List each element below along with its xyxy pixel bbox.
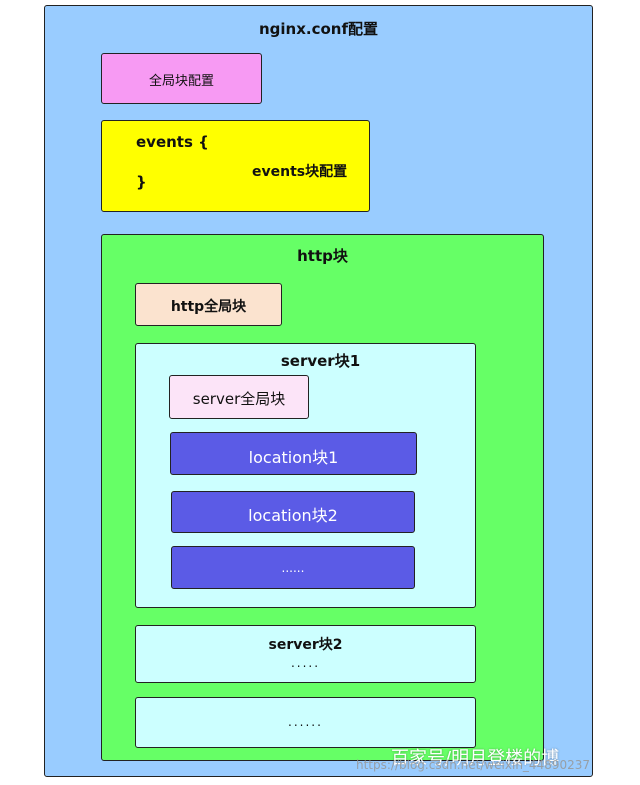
nginx-conf-title: nginx.conf配置 [258,20,378,38]
events-close-brace: } [136,173,147,191]
location-block-1-label: location块1 [248,448,339,467]
server-block-2-title: server块2 [268,637,343,653]
events-block: events { } events块配置 [101,120,370,212]
location-block-1: location块1 [170,432,417,475]
watermark-url: https://blog.csdn.net/weixin_44890237 [356,758,591,772]
http-global-block: http全局块 [135,283,282,326]
events-block-label: events块配置 [252,164,348,180]
http-block-title: http块 [297,247,348,265]
server-global-block: server全局块 [169,375,309,419]
location-block-2: location块2 [171,491,415,533]
global-block: 全局块配置 [101,53,262,104]
server-block-more-content: ...... [288,715,323,729]
server-block-1-title: server块1 [280,352,361,370]
http-global-label: http全局块 [170,299,247,315]
location-block-more-label: ...... [281,561,305,575]
location-block-2-label: location块2 [248,506,338,525]
server-block-2: server块2 ..... [135,625,476,683]
location-block-more: ...... [171,546,415,589]
events-open-label: events { [136,133,209,151]
watermark-text: 百家号/明月登楼的博 [391,748,560,769]
server-block-more: ...... [135,697,476,748]
global-block-label: 全局块配置 [148,74,214,89]
server-global-label: server全局块 [192,390,286,408]
server-block-2-content: ..... [290,656,321,670]
